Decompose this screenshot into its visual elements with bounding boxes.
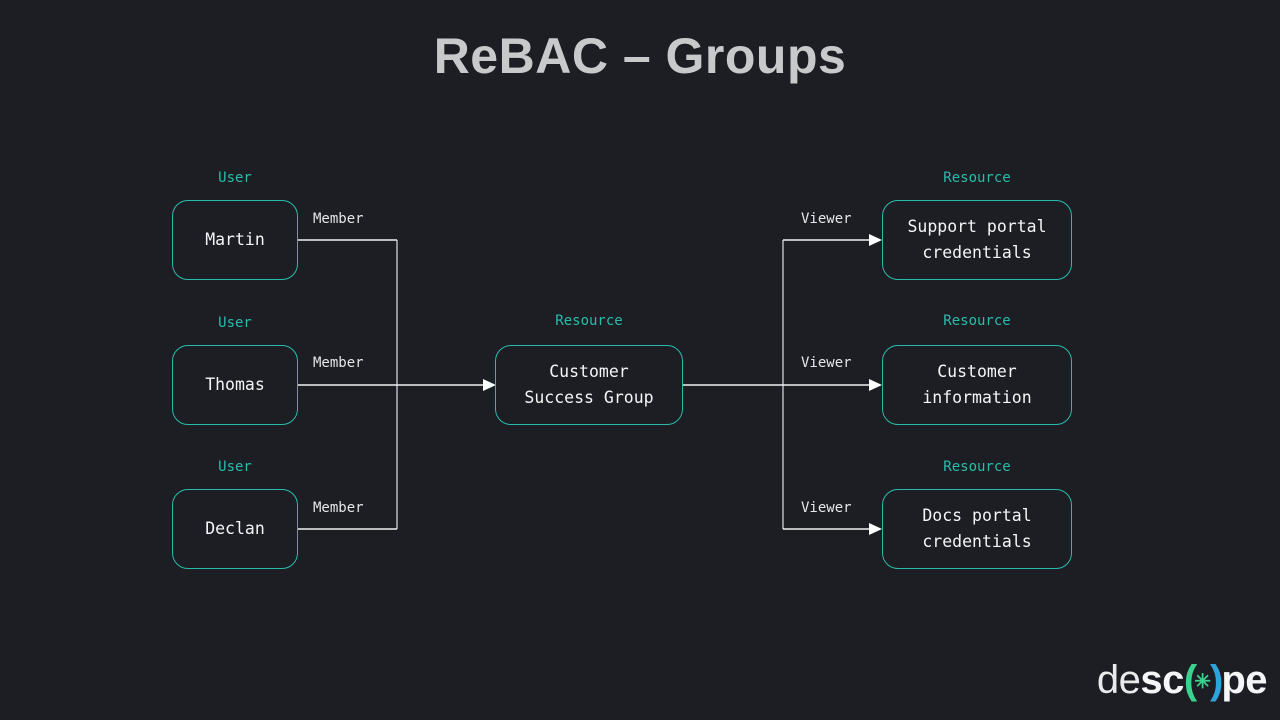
arrowhead-support <box>869 234 882 246</box>
type-label-customer-information: Resource <box>943 313 1011 329</box>
arrowhead-customer-info <box>869 379 882 391</box>
edge-label-member-thomas: Member <box>313 355 364 371</box>
logo-o-icon: (✳) <box>1183 658 1223 702</box>
type-label-thomas: User <box>218 315 252 331</box>
type-label-declan: User <box>218 459 252 475</box>
edge-label-member-martin: Member <box>313 211 364 227</box>
edge-label-viewer-docs: Viewer <box>801 500 852 516</box>
node-docs-portal-credentials: Docs portal credentials <box>882 489 1072 569</box>
type-label-group: Resource <box>555 313 623 329</box>
type-label-martin: User <box>218 170 252 186</box>
node-customer-information: Customer information <box>882 345 1072 425</box>
descope-logo: desc(✳)pe <box>1096 658 1268 703</box>
logo-text-pe: pe <box>1221 658 1267 702</box>
logo-text-de: de <box>1096 658 1141 702</box>
arrowhead-group <box>483 379 496 391</box>
type-label-support-portal: Resource <box>943 170 1011 186</box>
edge-label-viewer-support: Viewer <box>801 211 852 227</box>
arrowhead-docs <box>869 523 882 535</box>
type-label-docs-portal: Resource <box>943 459 1011 475</box>
logo-asterisk-icon: ✳ <box>1194 671 1211 694</box>
node-declan: Declan <box>172 489 298 569</box>
node-thomas: Thomas <box>172 345 298 425</box>
node-support-portal-credentials: Support portal credentials <box>882 200 1072 280</box>
slide-title: ReBAC – Groups <box>433 28 847 84</box>
edge-label-member-declan: Member <box>313 500 364 516</box>
node-martin: Martin <box>172 200 298 280</box>
logo-text-sc: sc <box>1140 658 1184 702</box>
node-customer-success-group: Customer Success Group <box>495 345 683 425</box>
edge-label-viewer-customer-info: Viewer <box>801 355 852 371</box>
